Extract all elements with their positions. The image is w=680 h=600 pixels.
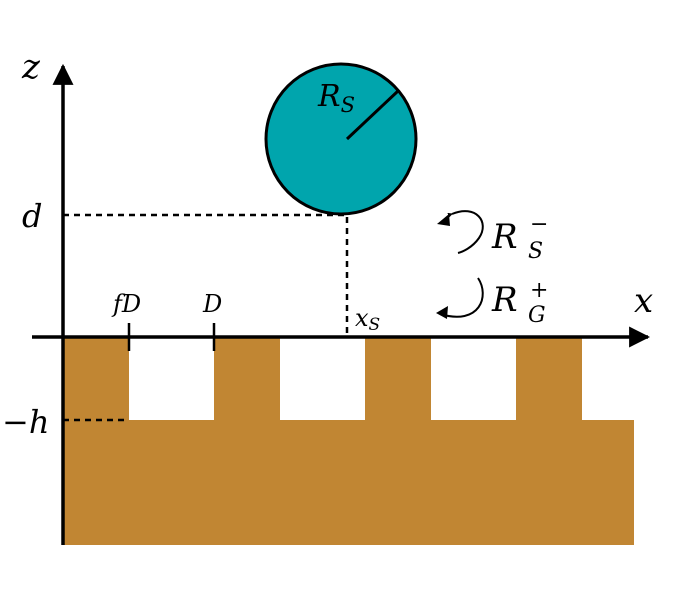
reflection-grating-sub: G xyxy=(528,303,546,328)
grating-tooth xyxy=(63,338,129,422)
sphere-radius-line xyxy=(345,89,400,141)
d-period-label: D xyxy=(202,290,222,318)
d-label: d xyxy=(22,197,42,235)
reflection-sphere-sup: − xyxy=(530,212,548,237)
reflection-sphere-arrowhead xyxy=(447,212,453,218)
fd-label: fD xyxy=(111,290,141,318)
reflection-grating-arrow xyxy=(439,277,484,318)
grating-tooth xyxy=(365,338,431,422)
grating-tooth xyxy=(516,338,582,422)
reflection-sphere-head xyxy=(437,214,450,226)
reflection-sphere-arrow xyxy=(451,210,484,254)
minus-h-label: −h xyxy=(2,403,49,441)
grating xyxy=(63,338,634,545)
reflection-sphere-label: R xyxy=(491,217,518,257)
x-axis-label: x xyxy=(634,281,653,321)
sphere xyxy=(264,62,418,216)
z-axis-label: z xyxy=(21,47,41,87)
reflection-grating-label: R xyxy=(491,280,518,320)
grating-base xyxy=(63,420,634,545)
reflection-grating-head xyxy=(436,306,448,319)
grating-tooth xyxy=(214,338,280,422)
sphere-radius-label: RS xyxy=(317,79,355,117)
reflection-sphere-sub: S xyxy=(528,239,543,264)
xs-label: xS xyxy=(355,304,380,335)
reflection-grating-sup: + xyxy=(530,278,548,303)
